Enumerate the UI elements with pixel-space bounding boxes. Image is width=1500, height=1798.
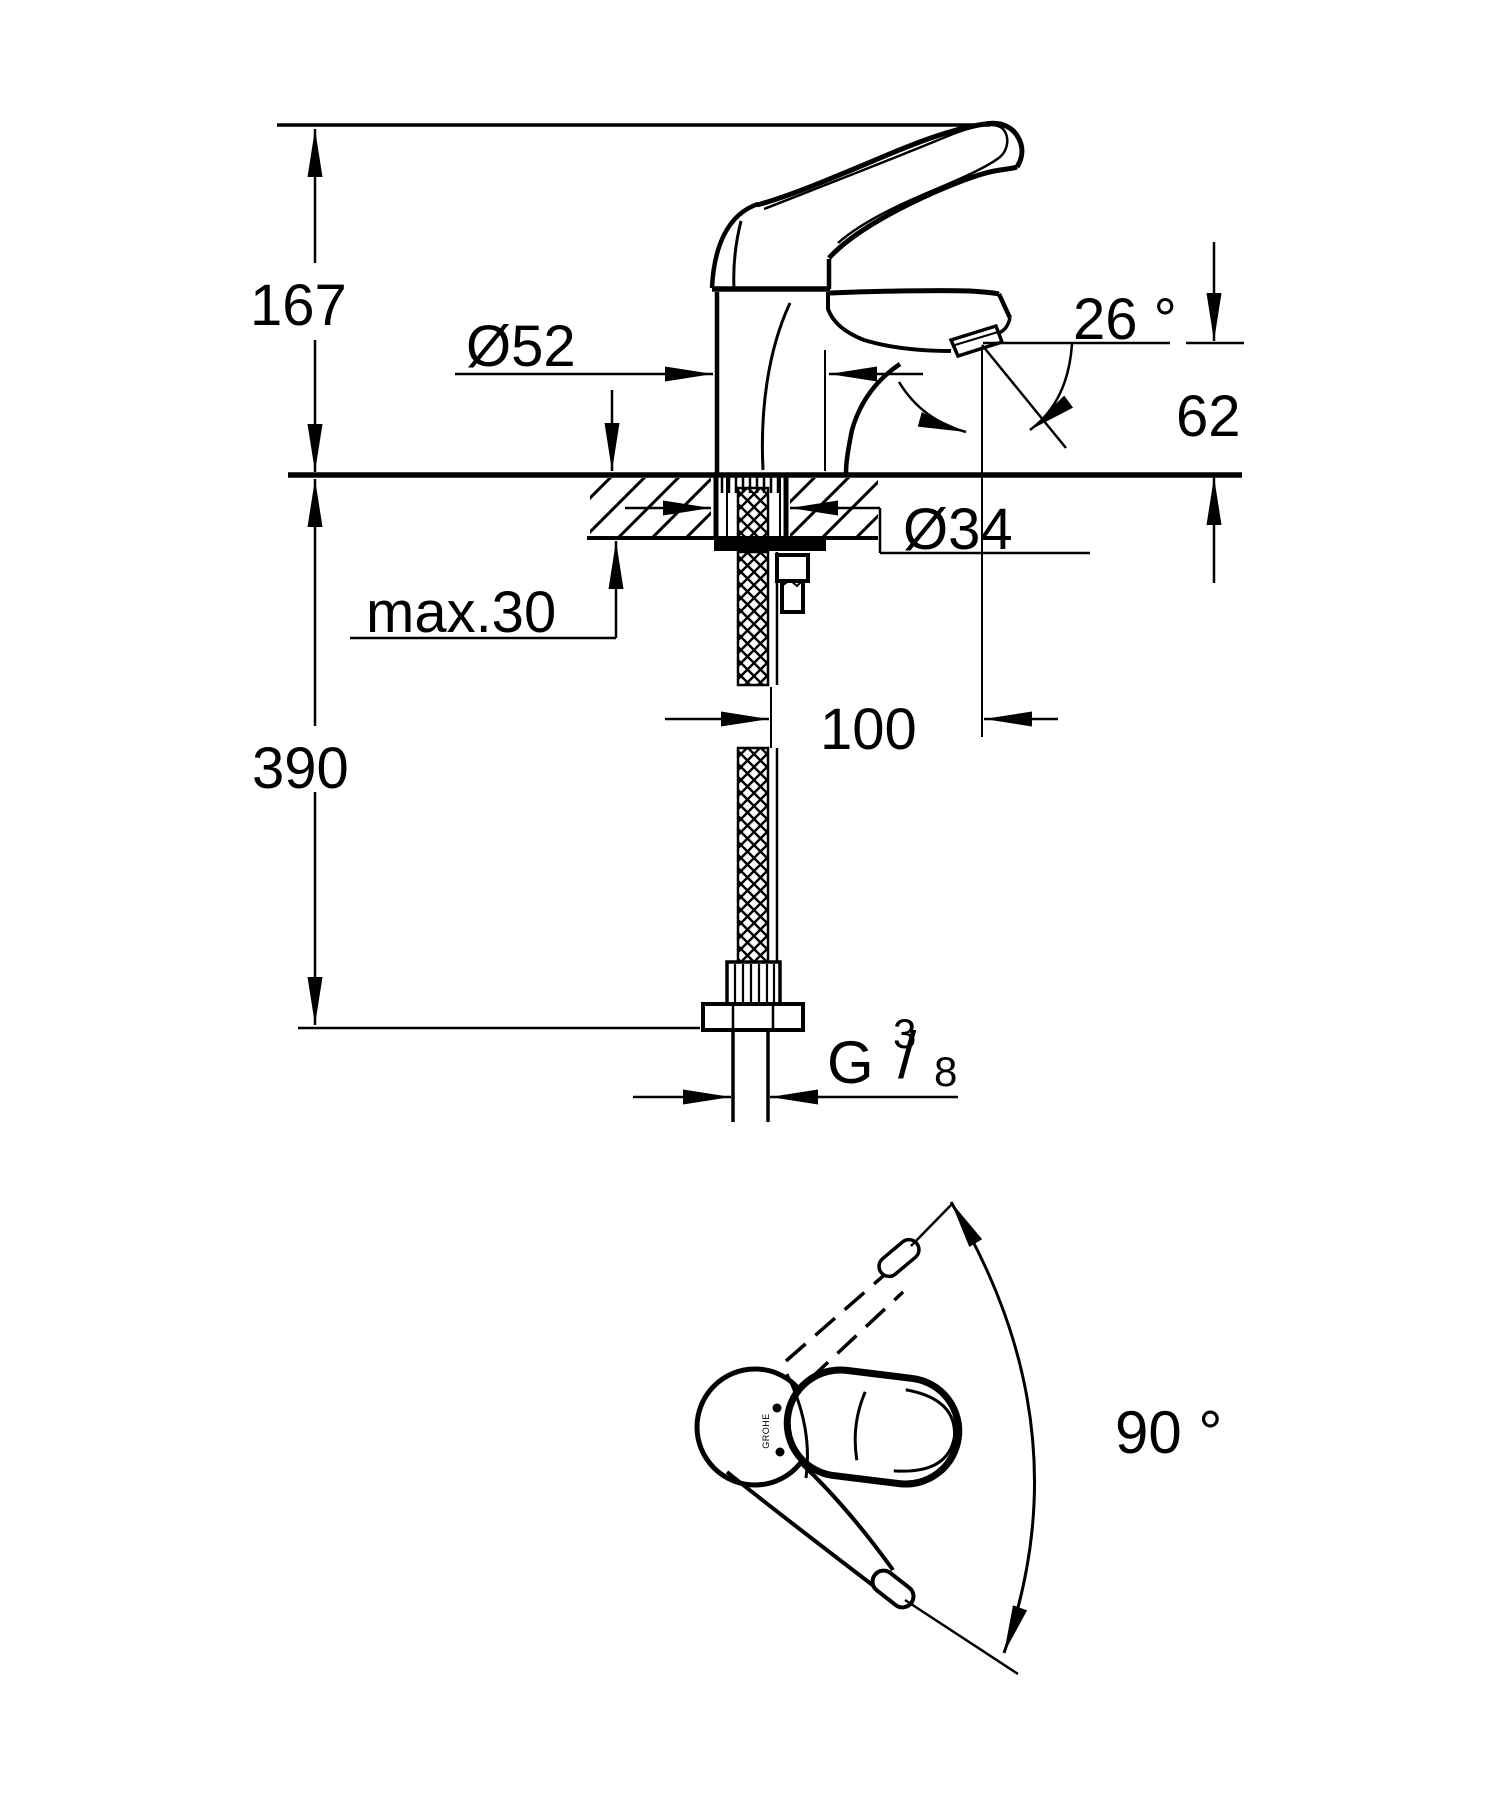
dim-52-label: Ø52	[466, 314, 576, 379]
dim-hole-diameter	[625, 500, 1090, 555]
dim-body-diameter	[455, 350, 923, 471]
shank-assembly	[713, 475, 826, 614]
dim-26deg-label: 26 °	[1073, 287, 1177, 352]
dim-projection	[665, 687, 1058, 748]
dim-swivel-arc	[949, 1201, 1036, 1654]
brand-logo-text: GROHE	[761, 1413, 771, 1449]
thread-g-label: G	[827, 1029, 874, 1096]
dim-spout-angle	[897, 341, 1244, 737]
flange	[714, 540, 826, 551]
hose-tail-tube	[731, 1030, 770, 1122]
thread-numerator: 3	[893, 1010, 916, 1057]
dim-34-label: Ø34	[903, 497, 1013, 562]
shank-threads	[720, 477, 780, 493]
dim-100-label: 100	[820, 697, 917, 762]
dim-hose-length	[298, 479, 700, 1030]
dim-390-label: 390	[252, 736, 349, 801]
faucet-outline	[709, 120, 1025, 474]
lever-tip-dashed	[877, 1237, 921, 1279]
grip-loop	[783, 1366, 963, 1488]
lever-arm-solid	[725, 1460, 895, 1592]
dim-62-label: 62	[1176, 384, 1241, 449]
bolt-thread-wave	[782, 578, 803, 588]
dim-90deg-label: 90 °	[1115, 1399, 1222, 1466]
dim-167-label: 167	[250, 273, 347, 338]
dim-max30-label: max.30	[366, 580, 556, 645]
thread-denominator: 8	[934, 1048, 957, 1095]
dim-deck-thickness	[350, 390, 624, 640]
index-dot-top	[772, 1403, 782, 1413]
lever-arm-dashed	[784, 1268, 905, 1382]
index-dot-bottom	[775, 1447, 785, 1457]
top-view: GROHE 90 °	[694, 1201, 1222, 1676]
lever-axis-solid	[904, 1598, 1019, 1676]
front-view: 167 Ø52 26 ° 62	[250, 120, 1244, 1122]
dim-overall-height	[277, 123, 990, 472]
thread-slash: /	[898, 1018, 917, 1092]
hose-nut	[701, 1002, 805, 1032]
lever-axis-dashed	[910, 1202, 954, 1247]
supply-hose	[701, 486, 805, 1122]
